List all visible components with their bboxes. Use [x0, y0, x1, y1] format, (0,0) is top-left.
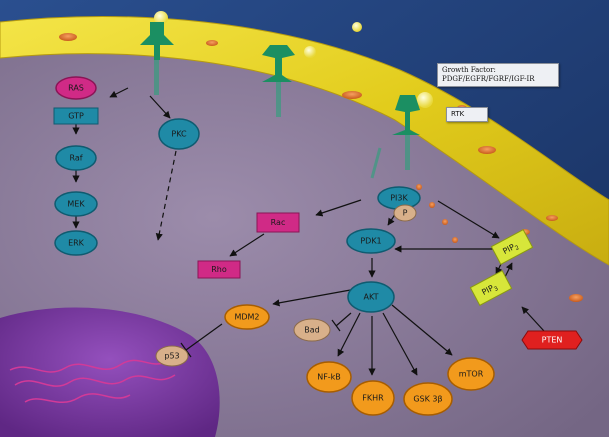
- growth-factor-callout: Growth Factor: PDGF/EGFR/FGRF/IGF-IR: [437, 63, 559, 87]
- svg-text:p53: p53: [164, 352, 179, 361]
- node-p53: p53: [155, 345, 189, 367]
- svg-text:PKC: PKC: [171, 130, 187, 139]
- growth-factor-balls: [154, 11, 433, 108]
- svg-text:Raf: Raf: [69, 154, 82, 163]
- svg-text:PDK1: PDK1: [360, 237, 381, 246]
- node-gsk3b: GSK 3β: [403, 382, 453, 416]
- node-pten: PTEN: [521, 330, 583, 350]
- svg-text:NF-kB: NF-kB: [317, 373, 341, 382]
- receptor-icon: [262, 45, 295, 117]
- node-pdk1: PDK1: [346, 228, 396, 254]
- pathway-arrows: [72, 87, 545, 376]
- svg-text:MEK: MEK: [67, 200, 85, 209]
- node-p: P: [393, 204, 417, 222]
- svg-text:Rac: Rac: [271, 218, 286, 227]
- svg-text:P: P: [403, 209, 408, 218]
- node-mtor: mTOR: [447, 357, 495, 391]
- rtk-receptors: [140, 22, 420, 179]
- membrane-particles: [59, 33, 583, 302]
- svg-text:PI3K: PI3K: [390, 194, 408, 203]
- svg-text:PTEN: PTEN: [542, 336, 563, 345]
- svg-text:FKHR: FKHR: [362, 394, 384, 403]
- node-akt: AKT: [347, 281, 395, 313]
- dna-strand: [9, 359, 176, 403]
- node-erk: ERK: [54, 230, 98, 256]
- svg-text:ERK: ERK: [68, 239, 85, 248]
- node-fkhr: FKHR: [351, 380, 395, 416]
- node-bad: Bad: [293, 318, 331, 342]
- rtk-label: RTK: [451, 110, 465, 118]
- node-pkc: PKC: [158, 118, 200, 150]
- growth-factor-label: Growth Factor:: [442, 66, 496, 74]
- node-rac: Rac: [256, 212, 300, 233]
- node-rho: Rho: [197, 260, 241, 279]
- node-raf: Raf: [55, 145, 97, 171]
- svg-text:AKT: AKT: [364, 293, 379, 302]
- node-pi3k: PI3K: [377, 186, 421, 210]
- growth-factor-types: PDGF/EGFR/FGRF/IGF-IR: [442, 75, 535, 83]
- svg-text:Bad: Bad: [304, 326, 319, 335]
- node-ras: RAS: [55, 76, 97, 100]
- rtk-callout: RTK: [446, 107, 488, 122]
- node-pip2: PIP2: [490, 229, 534, 265]
- svg-text:mTOR: mTOR: [459, 370, 484, 379]
- node-gtp: GTP: [53, 107, 99, 125]
- node-mdm2: MDM2: [224, 304, 270, 330]
- receptor-icon: [392, 95, 420, 170]
- svg-text:GSK 3β: GSK 3β: [413, 395, 442, 404]
- receptor-icon: [140, 22, 174, 95]
- svg-text:RAS: RAS: [68, 84, 84, 93]
- svg-text:MDM2: MDM2: [234, 313, 259, 322]
- node-pip3: PIP3: [469, 270, 513, 306]
- svg-text:Rho: Rho: [211, 265, 227, 274]
- node-nfkb: NF-kB: [306, 361, 352, 393]
- svg-text:GTP: GTP: [68, 112, 84, 121]
- nucleus: [0, 307, 220, 437]
- node-mek: MEK: [54, 191, 98, 217]
